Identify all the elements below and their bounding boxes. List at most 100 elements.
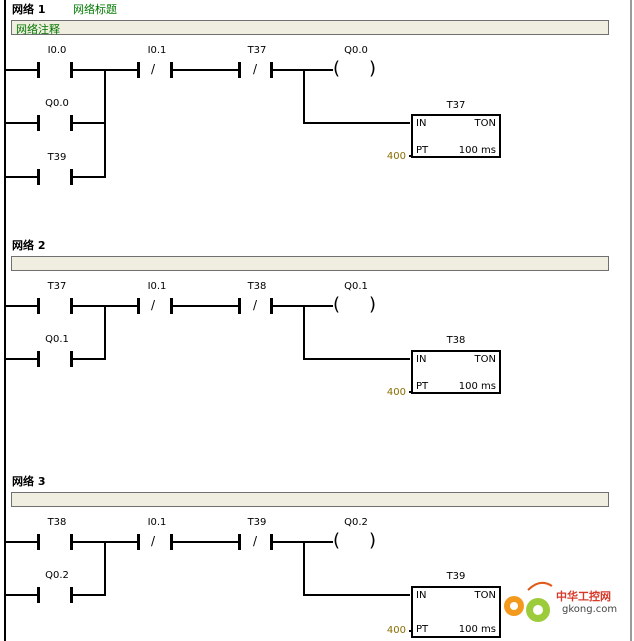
- contact-i01-label[interactable]: I0.1: [147, 281, 167, 292]
- network-header: 网络 3: [12, 475, 46, 488]
- coil-left-paren-icon: (: [333, 58, 341, 79]
- timer-pt-label: PT: [416, 145, 429, 156]
- contact-bar: [238, 62, 241, 78]
- contact-t38-label[interactable]: T38: [247, 281, 267, 292]
- network-comment-box[interactable]: [11, 256, 609, 271]
- gkong-watermark: 中华工控网 gkong.com: [500, 578, 630, 630]
- contact-t39-label[interactable]: T39: [47, 152, 67, 163]
- contact-bar: [270, 62, 273, 78]
- network-comment-box[interactable]: [11, 492, 609, 507]
- editor-right-edge: [630, 0, 632, 641]
- branch-vertical-wire: [303, 541, 305, 596]
- timer-base: 100 ms: [458, 145, 496, 156]
- timer-preset[interactable]: 400: [386, 151, 406, 162]
- timer-name[interactable]: T39: [446, 571, 466, 582]
- contact-bar: [170, 62, 173, 78]
- wire: [5, 176, 37, 178]
- wire: [73, 358, 105, 360]
- contact-bar: [70, 534, 73, 550]
- nc-slash-icon: /: [151, 298, 156, 312]
- timer-box[interactable]: IN TON PT 100 ms: [411, 350, 501, 394]
- timer-name[interactable]: T37: [446, 100, 466, 111]
- timer-base: 100 ms: [458, 381, 496, 392]
- timer-box[interactable]: IN TON PT 100 ms: [411, 114, 501, 158]
- coil-right-paren-icon: ): [369, 58, 377, 79]
- contact-i00-label[interactable]: I0.0: [47, 45, 67, 56]
- timer-name[interactable]: T38: [446, 335, 466, 346]
- contact-q02-label[interactable]: Q0.2: [45, 570, 69, 581]
- wire: [303, 358, 410, 360]
- wire: [5, 305, 37, 307]
- contact-t38-label[interactable]: T38: [47, 517, 67, 528]
- timer-pt-label: PT: [416, 624, 429, 635]
- branch-vertical-wire: [303, 69, 305, 124]
- network-header: 网络 2: [12, 239, 46, 252]
- coil-left-paren-icon: (: [333, 530, 341, 551]
- branch-vertical-wire: [104, 69, 106, 178]
- timer-type: TON: [474, 118, 496, 129]
- contact-bar: [37, 351, 40, 367]
- timer-base: 100 ms: [458, 624, 496, 635]
- wire: [173, 541, 238, 543]
- contact-bar: [70, 587, 73, 603]
- contact-bar: [70, 169, 73, 185]
- network-comment-box[interactable]: 网络注释: [11, 20, 609, 36]
- contact-q00-label[interactable]: Q0.0: [45, 98, 69, 109]
- network-title[interactable]: 网络标题: [73, 3, 117, 16]
- timer-in-label: IN: [416, 118, 427, 129]
- timer-pt-label: PT: [416, 381, 429, 392]
- wire: [73, 122, 105, 124]
- contact-q01-label[interactable]: Q0.1: [45, 334, 69, 345]
- timer-preset[interactable]: 400: [386, 625, 406, 636]
- network-comment: 网络注释: [16, 23, 60, 36]
- gear-logo-icon: [504, 581, 553, 622]
- branch-vertical-wire: [104, 541, 106, 596]
- wire: [173, 69, 238, 71]
- contact-t37-label[interactable]: T37: [247, 45, 267, 56]
- wire: [73, 594, 105, 596]
- contact-bar: [70, 115, 73, 131]
- wire: [5, 122, 37, 124]
- timer-type: TON: [474, 590, 496, 601]
- nc-slash-icon: /: [253, 62, 258, 76]
- contact-bar: [37, 298, 40, 314]
- timer-type: TON: [474, 354, 496, 365]
- nc-slash-icon: /: [253, 298, 258, 312]
- contact-t39-label[interactable]: T39: [247, 517, 267, 528]
- contact-t37-label[interactable]: T37: [47, 281, 67, 292]
- watermark-url: gkong.com: [562, 604, 618, 615]
- contact-i01-label[interactable]: I0.1: [147, 45, 167, 56]
- wire: [73, 176, 105, 178]
- contact-bar: [137, 298, 140, 314]
- wire: [5, 358, 37, 360]
- coil-q01-label[interactable]: Q0.1: [344, 281, 368, 292]
- pt-pin: [409, 391, 413, 393]
- coil-q00-label[interactable]: Q0.0: [344, 45, 368, 56]
- coil-q02-label[interactable]: Q0.2: [344, 517, 368, 528]
- branch-vertical-wire: [303, 305, 305, 360]
- timer-in-label: IN: [416, 590, 427, 601]
- nc-slash-icon: /: [151, 534, 156, 548]
- contact-bar: [37, 534, 40, 550]
- pt-pin: [409, 155, 413, 157]
- contact-bar: [238, 534, 241, 550]
- contact-bar: [37, 169, 40, 185]
- nc-slash-icon: /: [151, 62, 156, 76]
- pt-pin: [409, 630, 413, 632]
- watermark-name: 中华工控网: [556, 590, 611, 603]
- contact-bar: [170, 298, 173, 314]
- wire: [5, 69, 37, 71]
- contact-bar: [70, 298, 73, 314]
- contact-bar: [270, 298, 273, 314]
- timer-box[interactable]: IN TON PT 100 ms: [411, 586, 501, 638]
- contact-i01-label[interactable]: I0.1: [147, 517, 167, 528]
- contact-bar: [137, 62, 140, 78]
- nc-slash-icon: /: [253, 534, 258, 548]
- branch-vertical-wire: [104, 305, 106, 360]
- contact-bar: [37, 587, 40, 603]
- contact-bar: [70, 351, 73, 367]
- wire: [173, 305, 238, 307]
- wire: [5, 594, 37, 596]
- timer-preset[interactable]: 400: [386, 387, 406, 398]
- timer-in-label: IN: [416, 354, 427, 365]
